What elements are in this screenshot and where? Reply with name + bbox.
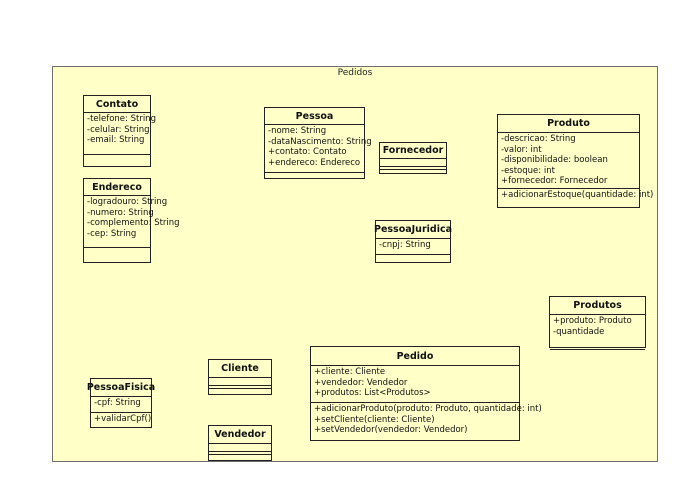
attribute: -logradouro: String [87, 197, 168, 207]
attribute: -cep: String [87, 228, 137, 239]
operation: +adicionarProduto(produto: Produto, quan… [314, 404, 542, 414]
operations-section [376, 255, 450, 257]
class-name: Pedido [311, 347, 519, 366]
class-pessoafisica[interactable]: PessoaFisica-cpf: String +validarCpf() [87, 378, 155, 428]
class-fornecedor[interactable]: Fornecedor [379, 142, 447, 174]
empty-section [380, 170, 446, 172]
attribute: +produtos: List<Produtos> [314, 388, 431, 399]
class-produtos[interactable]: Produtos+produto: Produto-quantidade [549, 296, 646, 350]
attribute: -numero: String [87, 207, 154, 218]
class-produto[interactable]: Produto-descricao: String-valor: int-dis… [497, 114, 654, 208]
class-pedido[interactable]: Pedido+cliente: Cliente+vendedor: Vended… [310, 346, 542, 441]
attribute: -email: String [87, 135, 145, 146]
attribute: -valor: int [501, 144, 542, 155]
operation: +setCliente(cliente: Cliente) [314, 414, 435, 425]
attribute: -disponibilidade: boolean [501, 155, 608, 166]
attribute: +produto: Produto [553, 316, 632, 326]
empty-section [209, 455, 271, 457]
attribute: +endereco: Endereco [268, 157, 361, 168]
operations-section [209, 386, 271, 389]
class-name: Produtos [550, 297, 645, 315]
empty-section [209, 389, 271, 391]
operation: +setVendedor(vendedor: Vendedor) [314, 425, 468, 436]
attribute: +contato: Contato [268, 147, 347, 158]
attribute: +vendedor: Vendedor [314, 377, 408, 388]
class-name: PessoaFisica [87, 379, 155, 397]
attributes-section [209, 378, 271, 386]
operations-section [84, 155, 150, 157]
class-name: Vendedor [209, 426, 271, 444]
attributes-section: -nome: String-dataNascimento: String+con… [265, 125, 372, 173]
class-name: Produto [498, 115, 639, 133]
class-endereco[interactable]: Endereco-logradouro: String-numero: Stri… [83, 178, 180, 263]
operations-section [380, 167, 446, 170]
class-contato[interactable]: Contato-telefone: String-celular: String… [83, 95, 156, 167]
operations-section: +adicionarEstoque(quantidade: int) [498, 189, 654, 202]
attributes-section [209, 444, 271, 452]
operations-section: +validarCpf() [91, 413, 151, 426]
attribute: -cpf: String [94, 398, 141, 408]
attribute: +cliente: Cliente [314, 367, 386, 377]
attributes-section: -logradouro: String-numero: String-compl… [84, 196, 180, 248]
class-vendedor[interactable]: Vendedor [208, 425, 272, 461]
attributes-section: +cliente: Cliente+vendedor: Vendedor+pro… [311, 366, 519, 403]
operations-section: +adicionarProduto(produto: Produto, quan… [311, 403, 542, 437]
class-name: Pessoa [265, 108, 364, 125]
operation: +validarCpf() [94, 414, 152, 424]
class-cliente[interactable]: Cliente [208, 359, 272, 395]
operations-section [209, 452, 271, 455]
attribute: -descricao: String [501, 134, 576, 144]
attributes-section: -cpf: String [91, 397, 151, 413]
attribute: -estoque: int [501, 165, 555, 176]
attributes-section: +produto: Produto-quantidade [550, 315, 645, 350]
attribute: -cnpj: String [379, 240, 431, 250]
attribute: -telefone: String [87, 114, 156, 124]
package-title: Pedidos [337, 68, 373, 78]
operations-section [265, 173, 364, 175]
class-name: Cliente [209, 360, 271, 378]
attribute: -quantidade [553, 326, 605, 337]
operations-section [550, 350, 645, 352]
attribute: -complemento: String [87, 218, 180, 229]
class-pessoajuridica[interactable]: PessoaJuridica-cnpj: String [374, 220, 452, 263]
class-name: Endereco [84, 179, 150, 196]
attribute: -dataNascimento: String [268, 136, 372, 147]
class-name: Fornecedor [380, 143, 446, 159]
attributes-section: -cnpj: String [376, 239, 450, 255]
class-name: Contato [84, 96, 150, 113]
attributes-section: -telefone: String-celular: String-email:… [84, 113, 156, 155]
class-name: PessoaJuridica [374, 221, 452, 239]
attribute: -celular: String [87, 124, 150, 135]
operations-section [84, 248, 150, 250]
class-pessoa[interactable]: Pessoa-nome: String-dataNascimento: Stri… [264, 107, 372, 179]
attributes-section: -descricao: String-valor: int-disponibil… [498, 133, 639, 189]
attribute: -nome: String [268, 126, 327, 136]
attribute: +fornecedor: Fornecedor [501, 176, 608, 187]
operation: +adicionarEstoque(quantidade: int) [501, 190, 654, 200]
attributes-section [380, 159, 446, 167]
